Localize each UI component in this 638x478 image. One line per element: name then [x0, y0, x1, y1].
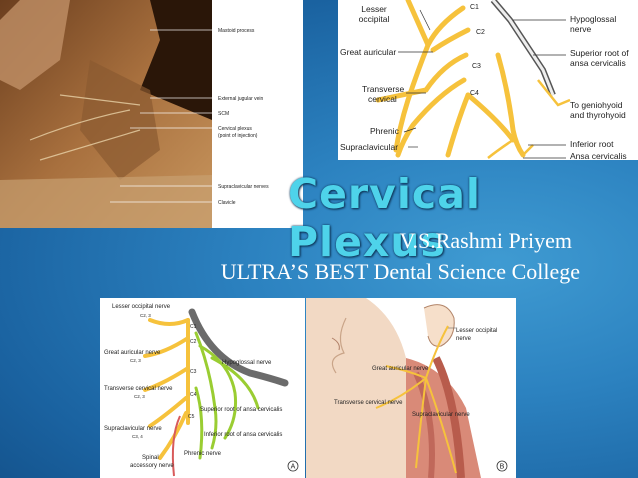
- college-name: ULTRA’S BEST Dental Science College: [220, 259, 580, 284]
- a-label-c2: C2: [190, 339, 197, 345]
- a-label-great-auricular: Great auricular nerve: [104, 350, 161, 356]
- photo-label-ejv: External jugular vein: [218, 96, 264, 102]
- a-label-c1: C1: [190, 324, 197, 330]
- top-label-lesser-2: occipital: [359, 14, 390, 24]
- top-label-transverse-2: cervical: [368, 94, 397, 104]
- photo-label-scm: SCM: [218, 111, 229, 117]
- a-label-lesser-sub: C2, 3: [140, 313, 151, 318]
- plexus-diagram-top: Lesser occipital Great auricular Transve…: [338, 0, 638, 160]
- photo-label-mastoid: Mastoid process: [218, 28, 255, 34]
- a-label-great-sub: C2, 3: [130, 358, 141, 363]
- a-label-supraclavicular: Supraclavicular nerve: [104, 426, 162, 432]
- plexus-diagram-b: Lesser occipital nerve Great auricular n…: [306, 298, 516, 478]
- top-label-phrenic: Phrenic: [370, 126, 400, 136]
- a-label-inferior-root: Inferior root of ansa cervicalis: [204, 432, 282, 438]
- b-label-supraclavicular: Supraclavicular nerve: [412, 412, 470, 418]
- top-label-c4: C4: [470, 90, 479, 97]
- dissection-photo: Mastoid process External jugular vein SC…: [0, 0, 303, 228]
- plexus-diagram-a: Lesser occipital nerve C2, 3 Great auric…: [100, 298, 305, 478]
- b-label-lesser-occipital-2: nerve: [456, 336, 472, 342]
- a-label-supraclavicular-sub: C3, 4: [132, 434, 143, 439]
- top-label-c2: C2: [476, 29, 485, 36]
- top-label-hypoglossal-1: Hypoglossal: [570, 14, 616, 24]
- top-label-c3: C3: [472, 63, 481, 70]
- top-label-geniohyoid-1: To geniohyoid: [570, 100, 623, 110]
- top-label-geniohyoid-2: and thyrohyoid: [570, 110, 626, 120]
- photo-label-supraclavicular: Supraclavicular nerves: [218, 184, 269, 190]
- top-label-ansa: Ansa cervicalis: [570, 151, 627, 160]
- top-label-inferior-root: Inferior root: [570, 139, 614, 149]
- slide-title: Cervical Plexus: [288, 170, 481, 266]
- b-label-transverse: Transverse cervical nerve: [334, 400, 403, 406]
- a-label-transverse: Transverse cervical nerve: [104, 386, 173, 392]
- a-label-transverse-sub: C2, 3: [134, 394, 145, 399]
- b-panel-tag: B: [500, 464, 505, 471]
- a-label-c4: C4: [190, 392, 197, 398]
- a-label-lesser-occipital: Lesser occipital nerve: [112, 304, 171, 310]
- a-label-phrenic: Phrenic nerve: [184, 451, 222, 457]
- top-label-hypoglossal-2: nerve: [570, 24, 592, 34]
- a-panel-tag: A: [291, 464, 296, 471]
- top-label-c1: C1: [470, 4, 479, 11]
- a-label-spinal-1: Spinal: [142, 455, 159, 461]
- top-label-supraclavicular: Supraclavicular: [340, 142, 398, 152]
- photo-label-plexus-note: (point of injection): [218, 133, 258, 139]
- a-label-c5: C5: [188, 414, 195, 420]
- top-label-transverse-1: Transverse: [362, 84, 404, 94]
- b-label-lesser-occipital-1: Lesser occipital: [456, 328, 497, 334]
- top-label-lesser-1: Lesser: [361, 4, 387, 14]
- photo-label-plexus: Cervical plexus: [218, 126, 252, 132]
- a-label-spinal-2: accessory nerve: [130, 463, 174, 469]
- top-label-great-auricular: Great auricular: [340, 47, 396, 57]
- a-label-hypoglossal: Hypoglossal nerve: [222, 360, 272, 366]
- presenter-name: V.S.Rashmi Priyem: [399, 228, 572, 253]
- a-label-superior-root: Superior root of ansa cervicalis: [200, 407, 282, 413]
- a-label-c3: C3: [190, 369, 197, 375]
- top-label-superior-root-2: ansa cervicalis: [570, 58, 626, 68]
- top-label-superior-root-1: Superior root of: [570, 48, 629, 58]
- b-label-great-auricular: Great auricular nerve: [372, 366, 429, 372]
- photo-label-clavicle: Clavicle: [218, 200, 236, 206]
